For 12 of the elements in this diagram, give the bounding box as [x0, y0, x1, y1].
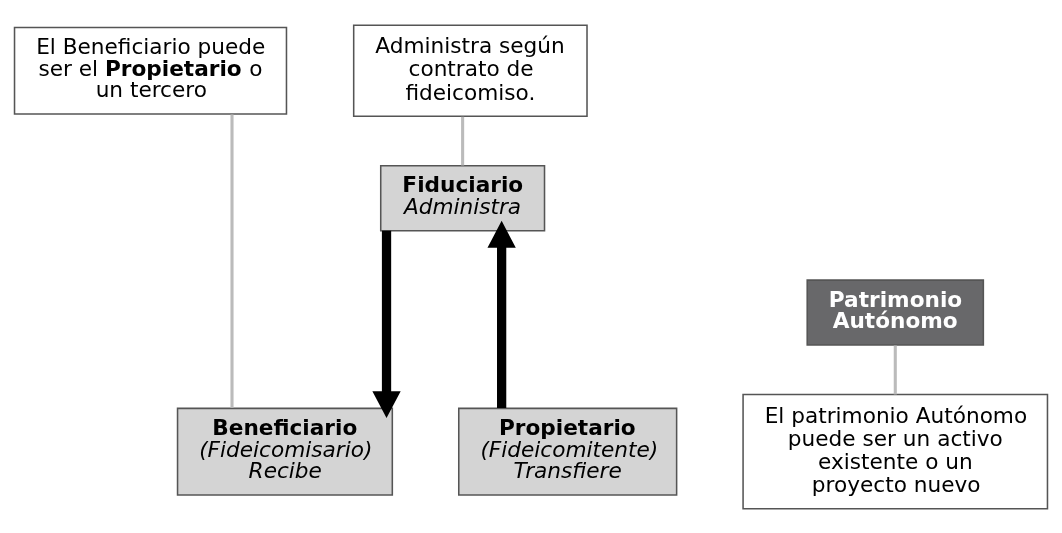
- connector: [461, 116, 465, 165]
- arrow: [487, 220, 516, 408]
- node-box: Beneficiario (Fideicomisario) Recibe: [176, 407, 394, 496]
- connector: [893, 345, 897, 394]
- node-box: Propietario (Fideicomitente) Transfiere: [458, 407, 678, 496]
- node-box: Administra según contrato de fideicomiso.: [352, 23, 588, 117]
- arrow: [372, 230, 401, 418]
- connector: [230, 113, 234, 408]
- node-box: El patrimonio Autónomo puede ser un activo existente o un proyecto nuevo: [742, 393, 1049, 510]
- node-box: Patrimonio Autónomo: [806, 278, 985, 346]
- node-box: Fiduciario Administra: [379, 164, 546, 231]
- node-box: El Beneficiario puede ser el Propietario o un tercero: [13, 26, 288, 115]
